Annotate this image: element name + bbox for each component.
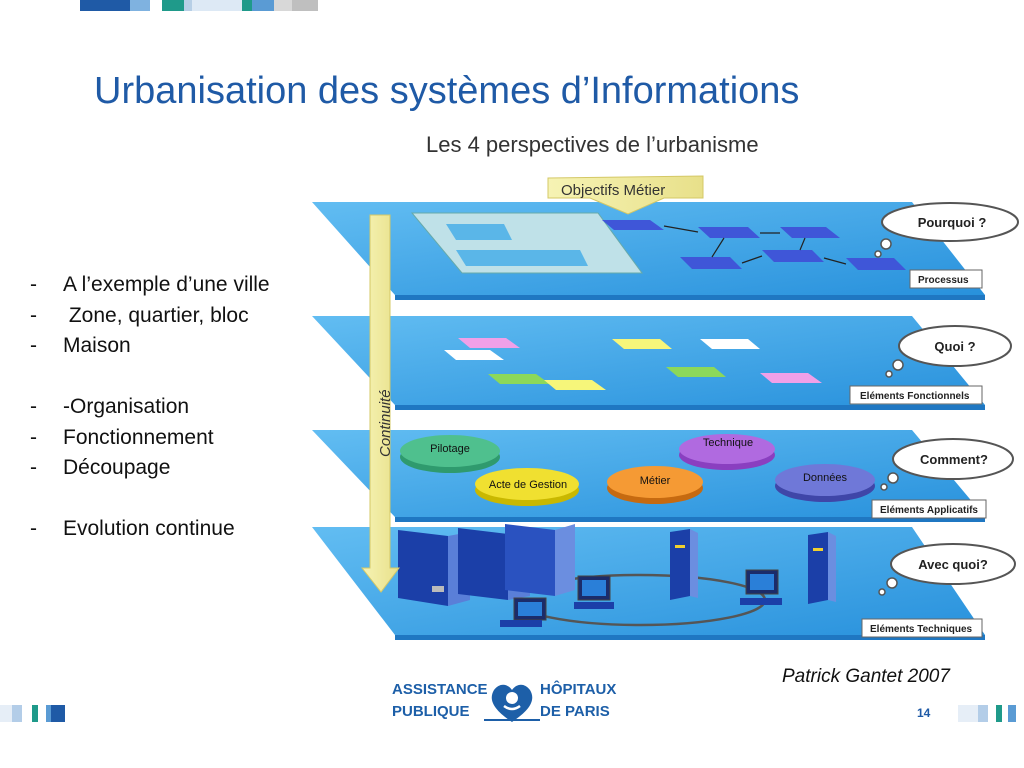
svg-text:Avec quoi?: Avec quoi? xyxy=(918,557,988,572)
bottom-left-decor xyxy=(0,705,65,722)
svg-text:HÔPITAUX: HÔPITAUX xyxy=(540,680,616,698)
bottom-right-decor xyxy=(958,705,1024,722)
bullet-item: - Fonctionnement xyxy=(30,423,270,454)
svg-text:Comment?: Comment? xyxy=(920,452,988,467)
layer-label-techniques: Eléments Techniques xyxy=(870,624,973,635)
bullet-dash: - xyxy=(30,334,37,357)
bullet-dash: - xyxy=(30,273,37,296)
bullet-item: - Zone, quartier, bloc xyxy=(30,301,270,332)
svg-text:ASSISTANCE: ASSISTANCE xyxy=(392,681,488,698)
bullet-dash: - xyxy=(30,425,37,449)
bullet-item: - A l’exemple d’une ville xyxy=(30,270,270,301)
bullet-item: - -Organisation xyxy=(30,392,270,423)
server-racks-icon xyxy=(398,524,575,606)
svg-text:PUBLIQUE: PUBLIQUE xyxy=(392,703,470,720)
question-bubble-pourquoi: Pourquoi ? xyxy=(874,202,1019,258)
module-metier: Métier xyxy=(640,475,671,487)
page-number: 14 xyxy=(917,706,931,720)
bullet-dash: - xyxy=(30,456,37,479)
bullet-item: - Maison xyxy=(30,331,270,362)
module-acte-de-gestion: Acte de Gestion xyxy=(489,479,567,491)
objectifs-metier-label: Objectifs Métier xyxy=(561,182,665,199)
bullet-dash: - xyxy=(30,303,37,327)
objectifs-metier-arrow: Objectifs Métier xyxy=(547,175,704,215)
continuite-label: Continuité xyxy=(377,389,394,457)
bullet-list: - A l’exemple d’une ville - Zone, quartier… xyxy=(30,270,270,545)
tower-server-icon xyxy=(670,529,836,604)
layer-label-fonctionnels: Eléments Fonctionnels xyxy=(860,391,970,402)
continuite-arrow: Continuité xyxy=(360,214,400,593)
plane-processus xyxy=(312,202,985,300)
module-pilotage: Pilotage xyxy=(430,443,470,455)
author-credit: Patrick Gantet 2007 xyxy=(782,666,950,687)
top-decor-bar xyxy=(80,0,318,11)
plane-applicatifs: Pilotage Technique Acte de Gestion Métie… xyxy=(312,430,985,522)
aphp-logo: ASSISTANCE PUBLIQUE HÔPITAUX DE PARIS xyxy=(392,680,616,722)
layer-label-applicatifs: Eléments Applicatifs xyxy=(880,505,978,516)
bullet-dash: - xyxy=(30,517,37,540)
svg-text:Pourquoi ?: Pourquoi ? xyxy=(918,215,987,230)
svg-text:DE PARIS: DE PARIS xyxy=(540,703,610,720)
question-bubble-comment: Comment? xyxy=(880,438,1014,491)
bullet-text: Maison xyxy=(63,334,131,357)
question-bubble-quoi: Quoi ? xyxy=(885,325,1012,378)
plane-fonctionnels xyxy=(312,316,985,410)
question-bubble-avec-quoi: Avec quoi? xyxy=(878,543,1016,596)
module-donnees: Données xyxy=(803,472,848,484)
svg-text:Quoi ?: Quoi ? xyxy=(934,339,975,354)
plane-techniques xyxy=(312,524,985,640)
bullet-text: Découpage xyxy=(63,456,171,479)
workstation-icon xyxy=(500,569,782,627)
diagram-heading: Les 4 perspectives de l’urbanisme xyxy=(426,132,759,157)
bullet-item: - Découpage xyxy=(30,453,270,484)
layer-label-processus: Processus xyxy=(918,275,969,286)
bullet-dash: - xyxy=(30,395,37,418)
bullet-text: Evolution continue xyxy=(63,517,235,540)
bullet-text: Zone, quartier, bloc xyxy=(63,303,249,327)
slide-title: Urbanisation des systèmes d’Informations xyxy=(94,70,800,112)
bullet-text: -Organisation xyxy=(63,395,190,418)
bullet-item: - Evolution continue xyxy=(30,514,270,545)
bullet-text: A l’exemple d’une ville xyxy=(63,273,270,296)
bullet-text: Fonctionnement xyxy=(63,425,214,449)
module-technique: Technique xyxy=(703,437,753,449)
